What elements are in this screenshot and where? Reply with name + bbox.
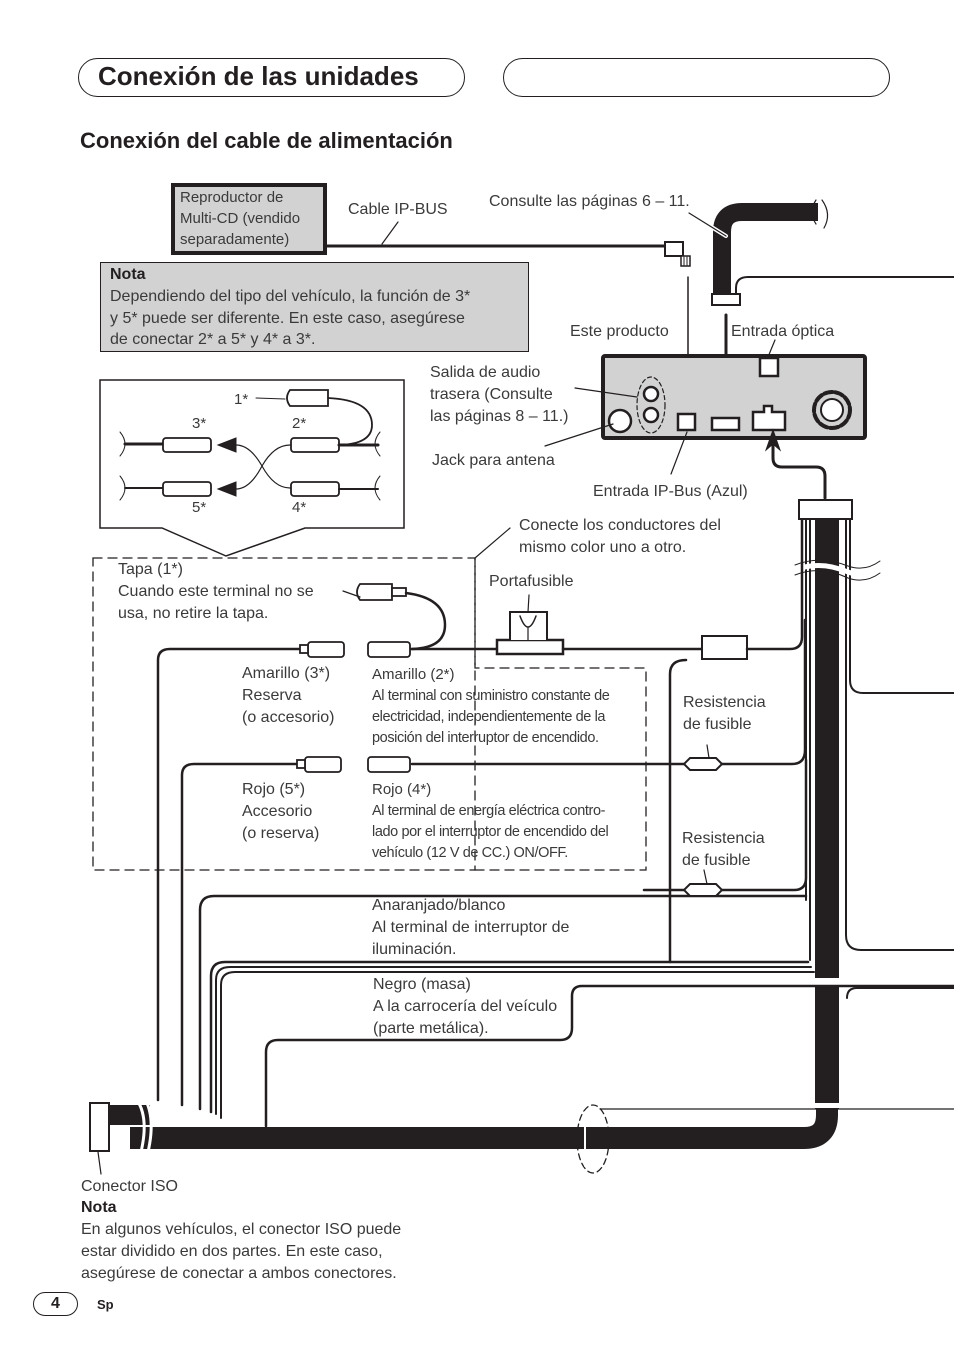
entrada-ipbus-label: Entrada IP-Bus (Azul)	[593, 483, 748, 500]
note-top-heading: Nota	[110, 266, 146, 283]
optical-plug	[711, 293, 741, 306]
salida-audio-label: Salida de audio trasera (Consulte las pá…	[430, 364, 569, 425]
page-number-pill	[33, 1292, 78, 1316]
negro-label: Negro (masa) A la carrocería del veículo…	[373, 976, 558, 1037]
iso-connector	[89, 1102, 110, 1152]
note-bottom-heading: Nota	[81, 1199, 117, 1216]
section-title-pill	[78, 58, 465, 97]
portafusible-label: Portafusible	[489, 573, 574, 590]
multi-cd-box	[171, 183, 327, 255]
este-producto-label: Este producto	[570, 323, 669, 340]
tapa-label: Tapa (1*) Cuando este terminal no se usa…	[118, 561, 314, 622]
anaranjado-label: Anaranjado/blanco Al terminal de interru…	[372, 897, 570, 958]
cable-ipbus-label: Cable IP-BUS	[348, 201, 448, 218]
head-unit-rear	[601, 354, 867, 440]
note-top-box	[100, 262, 529, 352]
detail-label-3: 3*	[192, 415, 207, 432]
page-subtitle: Conexión del cable de alimentación	[80, 128, 453, 153]
ip-bus-plug	[664, 241, 684, 257]
main-bundle-bottom	[130, 1109, 838, 1149]
page-number: 4	[51, 1295, 60, 1312]
language-code: Sp	[97, 1297, 114, 1312]
resistencia-label-1: Resistencia de fusible	[683, 694, 766, 733]
rojo4-desc: Al terminal de energía eléctrica contro-…	[372, 803, 609, 861]
amarillo2-desc: Al terminal con suministro constante de …	[372, 688, 610, 746]
note-top-body: Dependiendo del tipo del vehículo, la fu…	[110, 288, 471, 348]
entrada-optica-label: Entrada óptica	[731, 323, 835, 340]
harness-connector	[798, 499, 853, 520]
fuse-box	[701, 635, 748, 660]
connector-3	[299, 641, 345, 658]
multi-cd-label: Reproductor de Multi-CD (vendido separad…	[180, 189, 301, 248]
fuse-resistor-1	[682, 757, 724, 771]
resistencia-label-2: Resistencia de fusible	[682, 830, 765, 869]
detail-diagram	[119, 389, 381, 501]
connector-2	[367, 641, 411, 658]
connector-4	[367, 756, 411, 773]
connector-5	[296, 756, 342, 773]
rojo5-label: Rojo (5*) Accesorio (o reserva)	[242, 781, 320, 842]
note-bottom-body: En algunos vehículos, el conector ISO pu…	[81, 1221, 402, 1282]
connector-1-cap	[356, 583, 407, 601]
header-right-tab	[503, 58, 890, 97]
amarillo2-title: Amarillo (2*)	[372, 666, 455, 683]
detail-callout	[99, 379, 405, 557]
rojo4-title: Rojo (4*)	[372, 781, 432, 798]
amarillo3-label: Amarillo (3*) Reserva (o accesorio)	[242, 665, 335, 726]
ip-bus-leader	[381, 221, 399, 245]
detail-label-5: 5*	[192, 499, 207, 516]
consulte-pages-label: Consulte las páginas 6 – 11.	[489, 193, 690, 210]
detail-label-2: 2*	[292, 415, 307, 432]
detail-label-4: 4*	[292, 499, 307, 516]
fuse-resistor-2	[682, 883, 724, 897]
conecte-conductores-label: Conecte los conductores del mismo color …	[519, 517, 721, 556]
conector-iso-label: Conector ISO	[81, 1178, 178, 1195]
section-title: Conexión de las unidades	[98, 61, 419, 91]
jack-antena-label: Jack para antena	[432, 452, 555, 469]
detail-label-1: 1*	[234, 391, 249, 408]
